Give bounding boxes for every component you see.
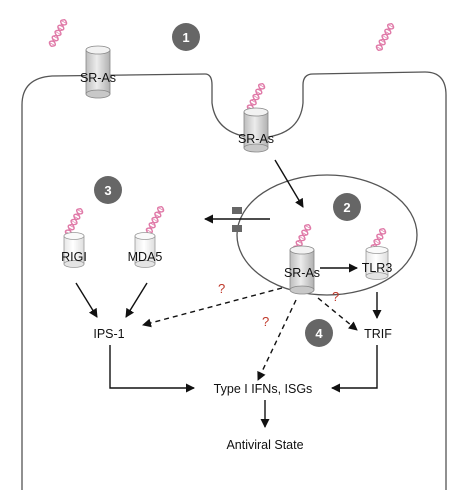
tlr3-receptor (365, 246, 389, 280)
label-tlr3: TLR3 (362, 261, 393, 275)
dsrna-icon (145, 206, 165, 234)
pathway-arrows (75, 159, 382, 428)
label-ips1: IPS-1 (93, 327, 124, 341)
unknown-mark: ? (332, 289, 339, 304)
arrow-trif-to-ifn (331, 345, 378, 393)
label-trif: TRIF (364, 327, 392, 341)
step-marker-3: 3 (94, 176, 122, 204)
arrow-sras-to-ifn-unknown (257, 299, 297, 381)
label-sr-as-surface: SR-As (80, 71, 116, 85)
step-number: 1 (182, 30, 189, 45)
label-mda5: MDA5 (128, 250, 163, 264)
step-number: 4 (315, 326, 323, 341)
endosome-channel (232, 207, 242, 232)
label-sr-as-endosome: SR-As (284, 266, 320, 280)
mda5-receptor (134, 232, 156, 268)
label-type-i-ifns-isgs: Type I IFNs, ISGs (214, 382, 313, 396)
arrow-uptake-to-endosome (274, 159, 304, 208)
sr-as-endosome-receptor (289, 245, 315, 295)
dsrna-icon (48, 19, 68, 47)
arrow-ips1-to-ifn (109, 345, 195, 393)
label-sr-as-pit: SR-As (238, 132, 274, 146)
dsrna-icon (375, 23, 395, 51)
label-rigi: RIGI (61, 250, 87, 264)
dsrna-icon (64, 208, 84, 236)
cell-membrane (21, 71, 447, 490)
dsrna-icon (246, 83, 266, 111)
step-marker-2: 2 (333, 193, 361, 221)
unknown-mark: ? (262, 314, 269, 329)
step-number: 2 (343, 200, 350, 215)
sr-as-surface-receptor (85, 45, 111, 99)
label-antiviral-state: Antiviral State (226, 438, 303, 452)
arrow-sras-to-ips1-unknown (142, 287, 283, 328)
endosome (236, 174, 418, 296)
step-marker-1: 1 (172, 23, 200, 51)
unknown-mark: ? (218, 281, 225, 296)
arrow-mda5-to-ips1 (125, 282, 148, 318)
arrow-rigi-to-ips1 (75, 282, 98, 318)
sr-as-pit-receptor (243, 107, 269, 153)
rigi-receptor (63, 232, 85, 268)
dsrna-helices (48, 19, 395, 256)
step-number: 3 (104, 183, 111, 198)
step-marker-4: 4 (305, 319, 333, 347)
